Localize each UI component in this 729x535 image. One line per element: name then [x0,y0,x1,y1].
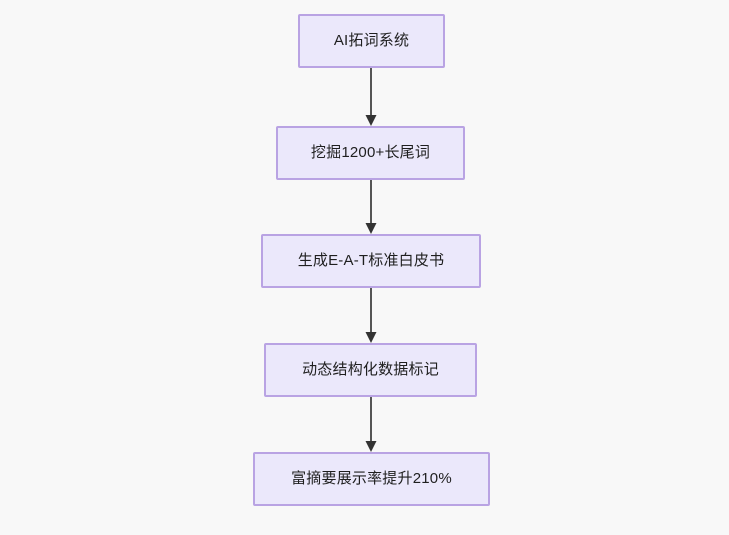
node-label: 生成E-A-T标准白皮书 [297,252,445,269]
flowchart-node-dynamic-structured-data-markup[interactable]: 动态结构化数据标记 [264,343,477,397]
node-label: 动态结构化数据标记 [302,361,439,378]
arrowhead-icon [365,441,377,452]
flowchart-node-rich-snippet-rate-increase[interactable]: 富摘要展示率提升210% [253,452,490,506]
flowchart-node-mine-longtail-keywords[interactable]: 挖掘1200+长尾词 [276,126,465,180]
edge-n1-n2 [365,66,377,126]
arrowhead-icon [365,223,377,234]
node-label: AI拓词系统 [333,32,410,49]
node-label: 挖掘1200+长尾词 [310,144,431,161]
edge-n2-n3 [365,178,377,234]
node-label: 富摘要展示率提升210% [291,470,452,487]
arrowhead-icon [365,332,377,343]
arrowhead-icon [365,115,377,126]
flowchart-node-generate-eat-whitepaper[interactable]: 生成E-A-T标准白皮书 [261,234,481,288]
flowchart-node-ai-keyword-system[interactable]: AI拓词系统 [298,14,445,68]
edge-n3-n4 [365,286,377,343]
edge-n4-n5 [365,395,377,452]
